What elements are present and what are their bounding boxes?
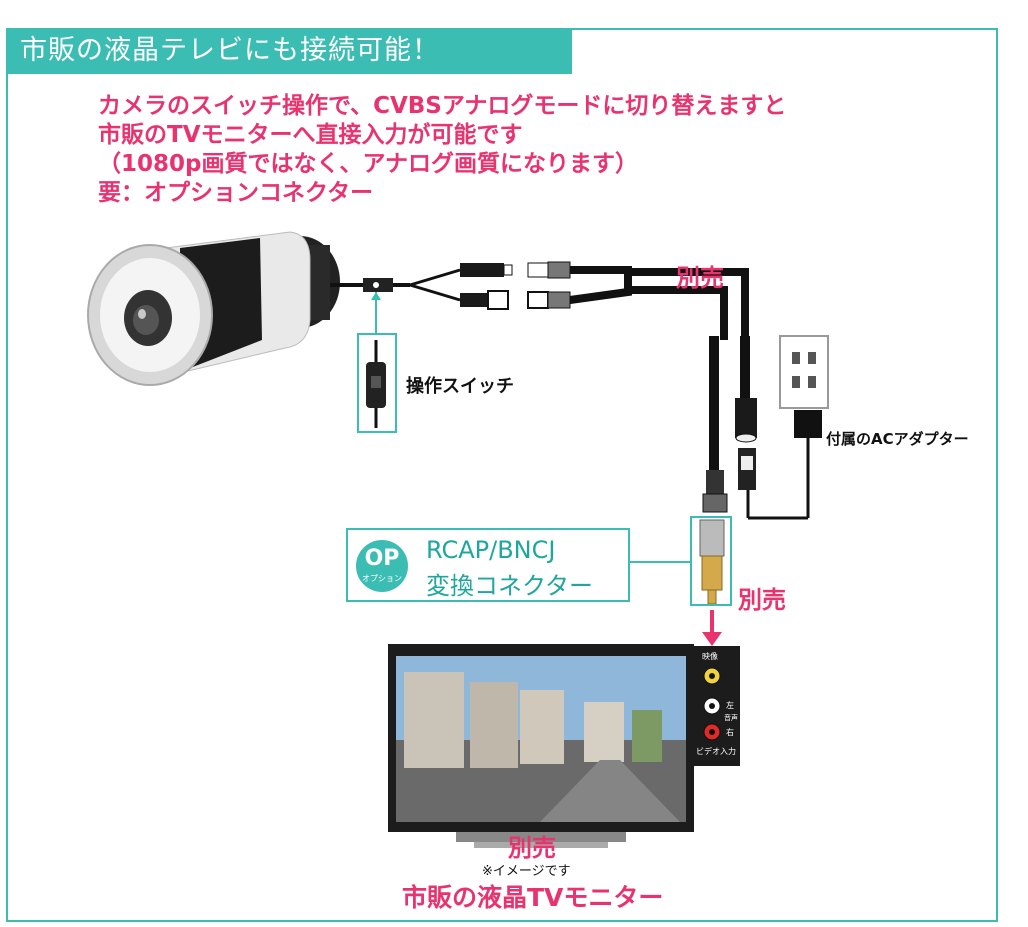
connector-callout-box — [690, 516, 732, 606]
option-badge: OP オプション — [356, 540, 408, 592]
sold-separately-tv: 別売 — [508, 834, 556, 862]
switch-callout-box — [357, 333, 397, 433]
panel-audio-label: 音声 — [724, 714, 738, 722]
description-line-2: 市販のTVモニターへ直接入力が可能です — [98, 122, 523, 148]
option-badge-sub: オプション — [362, 574, 402, 583]
tv-caption: 市販の液晶TVモニター — [402, 883, 664, 912]
extension-cable — [527, 261, 757, 513]
description-line-1: カメラのスイッチ操作で、CVBSアナログモードに切り替えますと — [98, 93, 787, 119]
panel-left-label: 左 — [726, 701, 734, 710]
description-line-4: 要：オプションコネクター — [98, 180, 374, 206]
page-title: 市販の液晶テレビにも接続可能！ — [6, 28, 572, 74]
panel-right-label: 右 — [726, 728, 734, 737]
tv-input-panel — [694, 646, 740, 766]
switch-label: 操作スイッチ — [406, 376, 514, 397]
rca-bnc-connector — [699, 519, 725, 605]
option-badge-main: OP — [364, 546, 400, 571]
description-block: カメラのスイッチ操作で、CVBSアナログモードに切り替えますと 市販のTVモニタ… — [98, 92, 978, 208]
ac-adapter-label: 付属のACアダプター — [826, 430, 969, 448]
camera-illustration — [87, 231, 340, 386]
connector-description: 変換コネクター — [426, 572, 594, 600]
panel-input-label: ビデオ入力 — [696, 747, 736, 756]
option-connector-box: OP オプション RCAP/BNCJ 変換コネクター — [346, 528, 630, 602]
camera-cable — [330, 263, 513, 310]
connector-name: RCAP/BNCJ — [426, 536, 556, 564]
image-note: ※イメージです — [482, 864, 571, 879]
ac-adapter-illustration — [738, 335, 829, 520]
description-line-3: （1080p画質ではなく、アナログ画質になります） — [98, 151, 639, 177]
down-arrow-icon — [702, 610, 722, 646]
panel-video-label: 映像 — [702, 652, 718, 661]
switch-illustration — [366, 340, 386, 428]
tv-illustration — [388, 644, 694, 848]
sold-separately-connector: 別売 — [738, 586, 786, 614]
sold-separately-cable: 別売 — [676, 264, 724, 292]
